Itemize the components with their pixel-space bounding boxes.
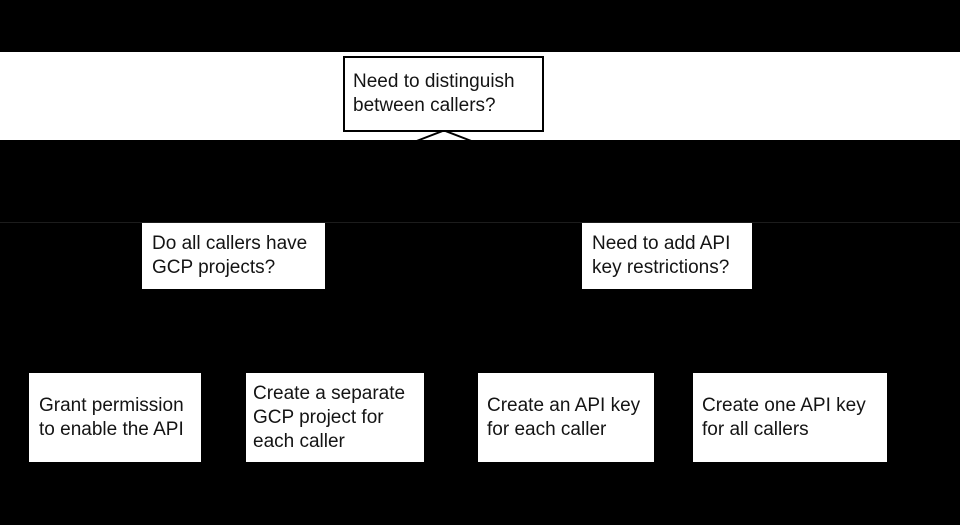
decision-node-gcp-projects: Do all callers have GCP projects? [142, 223, 325, 289]
decision-node-root-label: Need to distinguish between callers? [353, 71, 515, 116]
decision-node-api-key-restrictions: Need to add API key restrictions? [582, 223, 752, 289]
outcome-node-api-key-each-caller-label: Create an API key for each caller [487, 394, 641, 440]
outcome-node-one-api-key-all-callers-label: Create one API key for all callers [702, 394, 866, 440]
outcome-node-api-key-each-caller: Create an API key for each caller [478, 373, 654, 462]
outcome-node-separate-gcp-project-label: Create a separate GCP project for each c… [253, 382, 406, 452]
outcome-node-grant-permission-label: Grant permission to enable the API [39, 394, 184, 440]
decision-node-root: Need to distinguish between callers? [343, 56, 544, 132]
outcome-node-one-api-key-all-callers: Create one API key for all callers [693, 373, 887, 462]
decision-node-api-key-restrictions-label: Need to add API key restrictions? [592, 233, 731, 278]
outcome-node-separate-gcp-project: Create a separate GCP project for each c… [246, 373, 424, 462]
background-seam-line [0, 222, 960, 223]
outcome-node-grant-permission: Grant permission to enable the API [29, 373, 201, 462]
decision-node-gcp-projects-label: Do all callers have GCP projects? [152, 233, 308, 278]
